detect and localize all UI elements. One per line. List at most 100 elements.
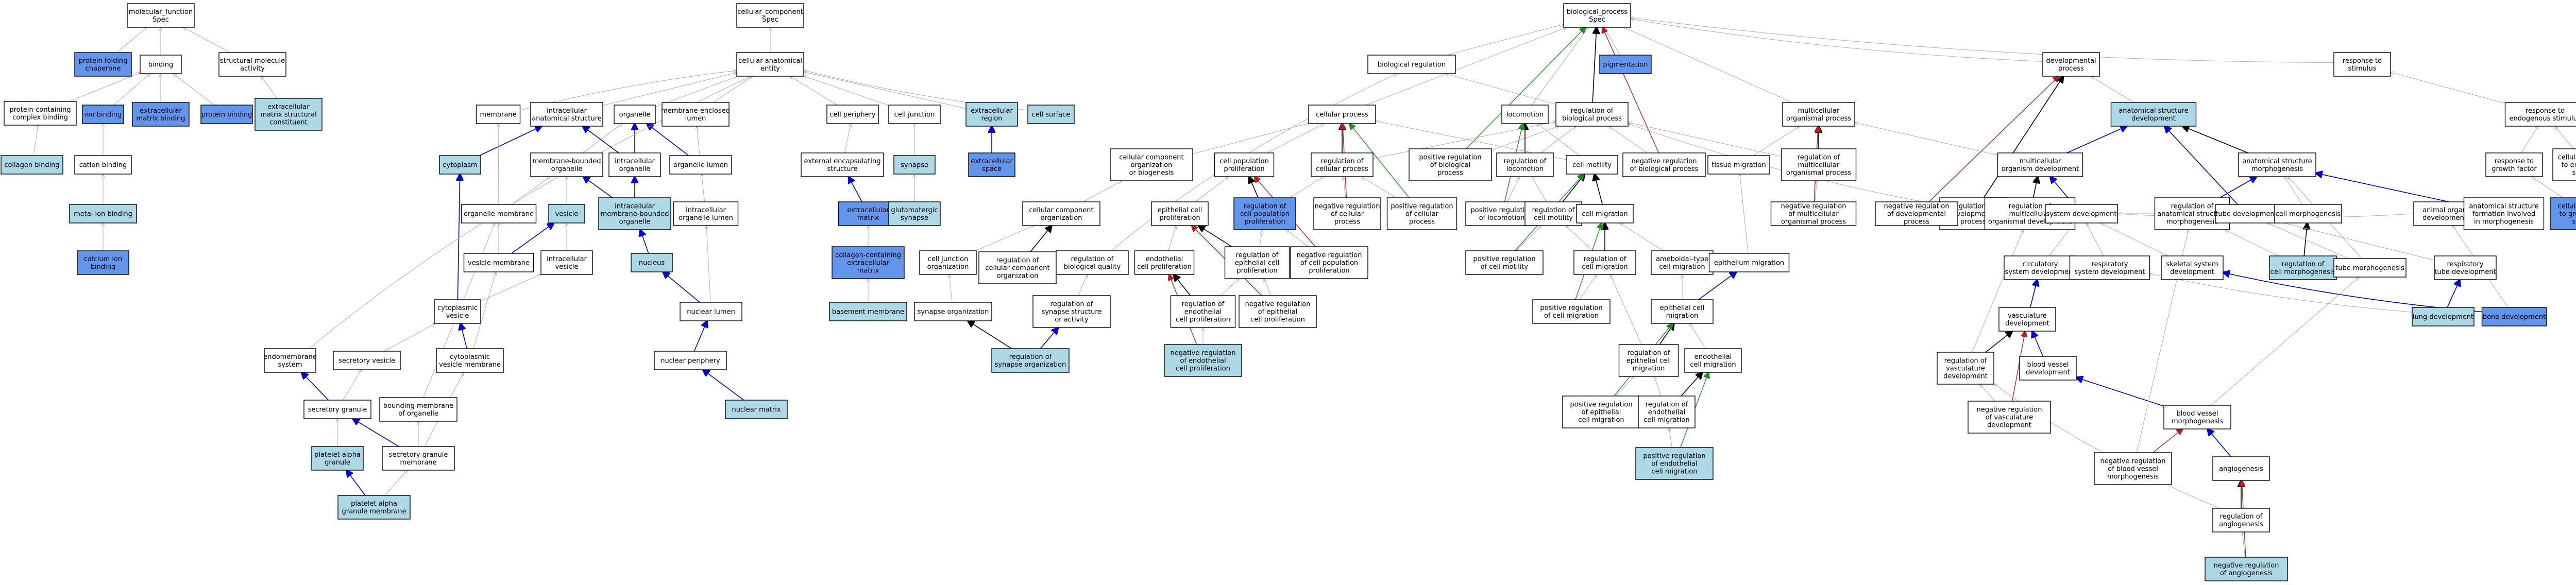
term-node-cellular-process[interactable]: cellular process: [1308, 105, 1376, 124]
term-node-bone-development[interactable]: bone development: [2481, 307, 2547, 326]
term-node-nuclear-matrix[interactable]: nuclear matrix: [725, 400, 788, 419]
term-node-cell-migration[interactable]: cell migration: [1576, 204, 1634, 223]
term-node-membrane[interactable]: membrane: [476, 105, 521, 124]
term-node-cell-periphery[interactable]: cell periphery: [826, 105, 879, 124]
term-node-cell-surface[interactable]: cell surface: [1027, 105, 1075, 124]
term-node-protein-binding[interactable]: protein binding: [200, 105, 253, 124]
term-node-tube-development[interactable]: tube development: [2215, 204, 2278, 223]
term-node-angiogenesis[interactable]: angiogenesis: [2212, 456, 2270, 481]
term-node-organelle-membrane[interactable]: organelle membrane: [461, 204, 537, 223]
term-node-system-development[interactable]: system development: [2045, 204, 2118, 223]
term-node-metal-ion-binding[interactable]: metal ion binding: [69, 204, 137, 223]
term-node-collagen-binding[interactable]: collagen binding: [1, 155, 63, 175]
term-node-vesicle-membrane[interactable]: vesicle membrane: [463, 253, 534, 272]
term-node-synapse[interactable]: synapse: [893, 155, 936, 175]
term-node-synapse-organization[interactable]: synapse organization: [914, 302, 992, 321]
term-node-biological-regulation[interactable]: biological regulation: [1367, 55, 1456, 74]
term-node-tube-morphogenesis[interactable]: tube morphogenesis: [2333, 258, 2406, 278]
term-node-basement-membrane[interactable]: basement membrane: [829, 302, 907, 321]
term-node-cation-binding[interactable]: cation binding: [74, 155, 132, 175]
term-node-secretory-granule[interactable]: secretory granule: [303, 400, 371, 419]
term-node-nucleus[interactable]: nucleus: [631, 253, 673, 272]
term-node-cell-morphogenesis[interactable]: cell morphogenesis: [2274, 204, 2342, 223]
term-node-nuclear-periphery[interactable]: nuclear periphery: [654, 351, 727, 370]
term-node-cytoplasm[interactable]: cytoplasm: [439, 155, 481, 175]
